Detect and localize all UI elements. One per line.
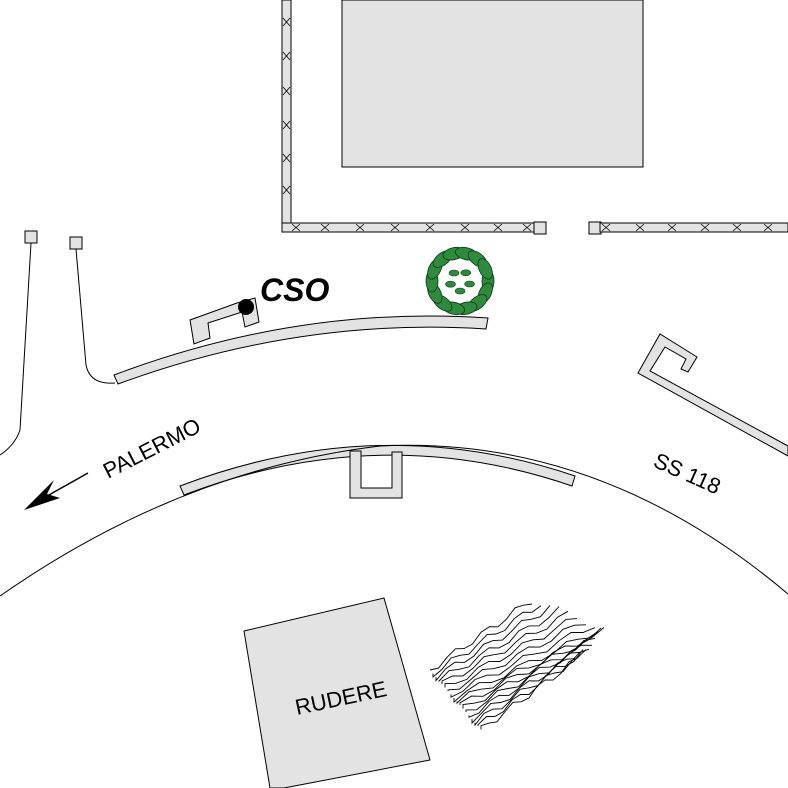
post-1 — [24, 230, 38, 244]
notch-south — [349, 450, 403, 499]
site-marker-label: CSO — [260, 272, 329, 308]
tree-icon — [425, 246, 495, 316]
road-edge-south — [0, 444, 788, 597]
wall-hook-east — [637, 333, 788, 457]
post-2 — [69, 236, 83, 250]
direction-arrow-icon — [24, 472, 89, 510]
wire-line-2 — [75, 248, 116, 384]
direction-label: PALERMO — [99, 413, 205, 483]
ruin-building — [243, 597, 431, 788]
fence-horizontal-left — [281, 221, 547, 235]
road-label: SS 118 — [650, 448, 725, 500]
point-marker-icon — [238, 299, 254, 315]
fence-vertical — [281, 0, 292, 233]
sidewalk-north — [113, 315, 489, 385]
building-top — [341, 0, 644, 168]
sidewalk-south — [179, 444, 576, 496]
slope-hatching — [429, 603, 605, 730]
fence-horizontal-right — [588, 221, 788, 235]
wire-line-1 — [0, 242, 32, 456]
